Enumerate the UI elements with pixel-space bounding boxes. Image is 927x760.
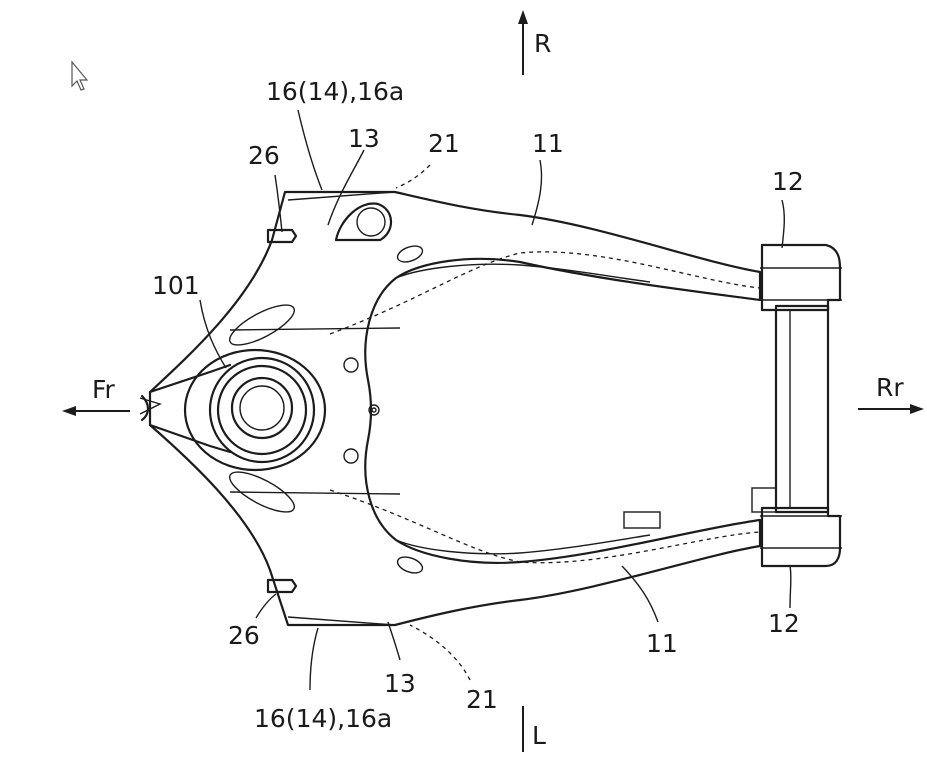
- ball-joint: [185, 350, 325, 470]
- mouse-cursor-icon: [72, 62, 87, 90]
- label-dir-rear: Rr: [876, 373, 904, 402]
- label-arm-upper: 11: [532, 129, 564, 158]
- reference-labels: 16(14),16a 13 21 11 12 26 101 26 16(14),…: [152, 77, 804, 733]
- direction-arrow-rr: Rr: [858, 373, 924, 414]
- label-bushing-upper: 12: [772, 167, 804, 196]
- label-plate-lower: 16(14),16a: [254, 704, 392, 733]
- suspension-arm: [140, 192, 760, 625]
- rear-bushing: [624, 245, 842, 566]
- label-dir-right: R: [534, 29, 551, 58]
- label-bushing-lower: 12: [768, 609, 800, 638]
- direction-arrow-r: R: [518, 10, 551, 75]
- label-body: 101: [152, 271, 200, 300]
- label-weld-upper: 21: [428, 129, 460, 158]
- label-flange-lower: 13: [384, 669, 416, 698]
- label-dir-front: Fr: [92, 375, 116, 404]
- direction-arrow-l: L: [523, 706, 546, 752]
- label-plate-upper: 16(14),16a: [266, 77, 404, 106]
- label-tab-lower: 26: [228, 621, 260, 650]
- label-dir-left: L: [532, 721, 546, 750]
- label-weld-lower: 21: [466, 685, 498, 714]
- label-flange-upper: 13: [348, 124, 380, 153]
- label-tab-upper: 26: [248, 141, 280, 170]
- direction-arrow-fr: Fr: [62, 375, 130, 416]
- label-arm-lower: 11: [646, 629, 678, 658]
